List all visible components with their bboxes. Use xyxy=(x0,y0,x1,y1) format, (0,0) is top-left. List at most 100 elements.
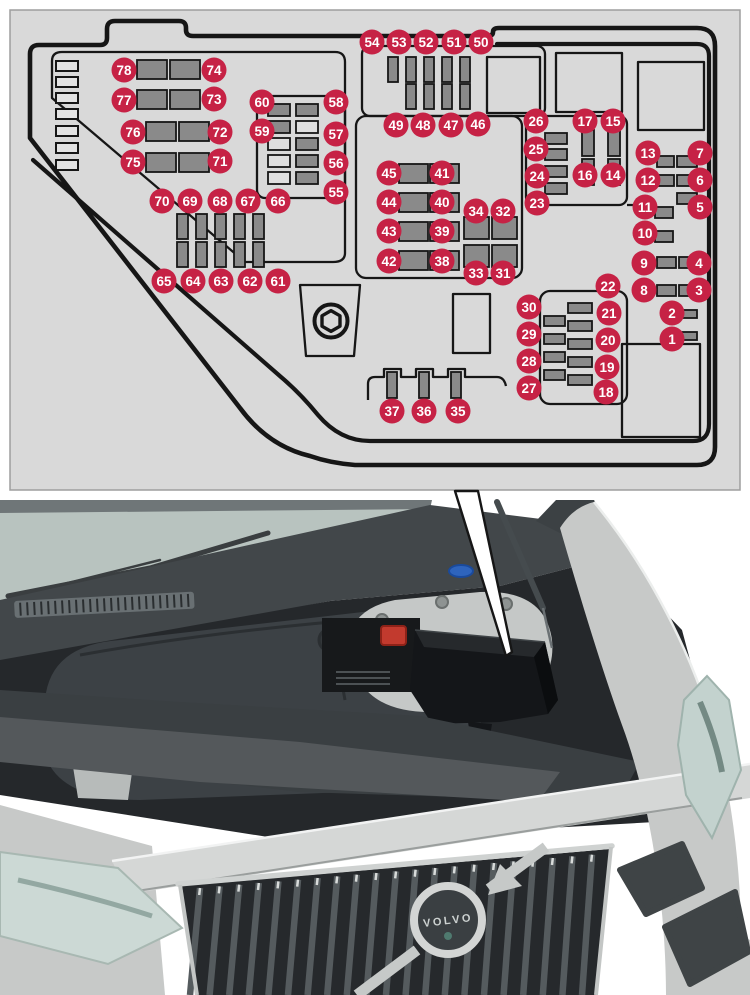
fuse-marker-49: 49 xyxy=(383,112,409,138)
fuse xyxy=(169,89,201,110)
fuse xyxy=(654,206,674,219)
fuse xyxy=(295,154,319,168)
fuse-marker-label: 38 xyxy=(434,254,450,269)
fuse-marker-label: 59 xyxy=(254,124,269,139)
grille-slat-highlight xyxy=(256,882,261,891)
connector-slot xyxy=(55,142,79,154)
slam-panel-shadow xyxy=(129,797,743,893)
grille-slat-highlight xyxy=(315,877,319,886)
fuse xyxy=(295,120,319,134)
fuse-marker-label: 69 xyxy=(182,194,197,209)
fuse-marker-label: 32 xyxy=(495,204,510,219)
fuse xyxy=(169,59,201,80)
fuse-marker-label: 5 xyxy=(696,200,704,215)
fuse-marker-label: 74 xyxy=(206,63,222,78)
fuse xyxy=(450,371,462,399)
fuse-marker-label: 57 xyxy=(328,127,343,142)
fuse-marker-30: 30 xyxy=(516,294,542,320)
fuse-marker-label: 18 xyxy=(598,385,614,400)
fuse-marker-label: 20 xyxy=(600,333,615,348)
fuse-marker-label: 70 xyxy=(154,194,169,209)
fuse-marker-label: 72 xyxy=(212,125,227,140)
grille-slat-highlight xyxy=(550,857,555,866)
fuse xyxy=(656,256,677,269)
fuse-marker-73: 73 xyxy=(201,86,227,112)
fuse xyxy=(267,137,291,151)
fuse-marker-24: 24 xyxy=(524,163,550,189)
fuse-marker-75: 75 xyxy=(120,149,146,175)
fuse-marker-label: 71 xyxy=(212,154,228,169)
fuse-marker-label: 26 xyxy=(528,114,544,129)
fuse-marker-label: 35 xyxy=(450,404,466,419)
fuse-marker-label: 49 xyxy=(388,118,403,133)
fuse-marker-53: 53 xyxy=(386,29,412,55)
grille-slat-highlight xyxy=(491,862,496,871)
fuse-marker-label: 22 xyxy=(600,279,615,294)
fuse-marker-63: 63 xyxy=(208,268,234,294)
connector-slot xyxy=(55,125,79,137)
fuse-marker-label: 58 xyxy=(328,95,344,110)
fuse xyxy=(405,56,417,83)
fuse-marker-label: 64 xyxy=(185,274,201,289)
fuse xyxy=(178,121,210,142)
hood-rear-edge xyxy=(0,500,432,513)
fuse-marker-9: 9 xyxy=(631,250,657,276)
fuse-marker-label: 14 xyxy=(605,168,621,183)
fuse xyxy=(295,171,319,185)
fuse-marker-74: 74 xyxy=(201,57,227,83)
fuse-marker-label: 15 xyxy=(605,114,621,129)
grille-slat-highlight xyxy=(237,884,241,892)
fuse-marker-7: 7 xyxy=(687,140,713,166)
fuse-marker-label: 75 xyxy=(125,155,141,170)
fuse-marker-label: 47 xyxy=(443,118,458,133)
fuse-marker-64: 64 xyxy=(180,268,206,294)
fuse-marker-label: 65 xyxy=(156,274,172,289)
fuse xyxy=(423,56,435,83)
fuse-marker-label: 9 xyxy=(640,256,648,271)
fuse-marker-12: 12 xyxy=(635,167,661,193)
fuse-marker-6: 6 xyxy=(687,167,713,193)
fuse-marker-label: 2 xyxy=(668,306,676,321)
fuse xyxy=(267,154,291,168)
fuse-marker-32: 32 xyxy=(490,198,516,224)
fuse-marker-61: 61 xyxy=(265,268,291,294)
fuse-marker-35: 35 xyxy=(445,398,471,424)
fuse-marker-18: 18 xyxy=(593,379,619,405)
grille-slat-highlight xyxy=(335,876,339,884)
fuse xyxy=(136,89,168,110)
fuse-marker-label: 19 xyxy=(599,360,614,375)
fuse xyxy=(544,182,568,195)
grille-slat-highlight xyxy=(472,864,476,872)
fuse-marker-37: 37 xyxy=(379,398,405,424)
fuse-marker-58: 58 xyxy=(323,89,349,115)
fuse-marker-43: 43 xyxy=(376,218,402,244)
fuse-marker-label: 56 xyxy=(328,156,344,171)
fuse-marker-label: 7 xyxy=(696,146,704,161)
fuse-marker-47: 47 xyxy=(438,112,464,138)
fuse xyxy=(398,163,429,184)
fuse-marker-23: 23 xyxy=(524,190,550,216)
fuse-marker-label: 77 xyxy=(116,93,131,108)
fuse xyxy=(252,213,265,240)
grille-slat xyxy=(304,877,321,995)
fuse-marker-label: 76 xyxy=(125,125,141,140)
fuse-marker-label: 52 xyxy=(418,35,433,50)
fuse-marker-14: 14 xyxy=(600,162,626,188)
fuse xyxy=(233,213,246,240)
fuse xyxy=(543,369,566,381)
fuse-marker-67: 67 xyxy=(235,188,261,214)
grille-slat xyxy=(539,857,557,995)
grille-slat xyxy=(578,854,596,995)
fusebox-inner-outline xyxy=(30,41,712,444)
fuse-marker-26: 26 xyxy=(523,108,549,134)
grille-slat xyxy=(363,872,380,995)
fuse-marker-label: 67 xyxy=(240,194,255,209)
fuse-marker-label: 39 xyxy=(434,224,449,239)
grille-slat-highlight xyxy=(276,881,280,889)
fuse-marker-65: 65 xyxy=(151,268,177,294)
fuse-marker-44: 44 xyxy=(376,189,402,215)
fuse xyxy=(543,333,566,345)
fuse-marker-54: 54 xyxy=(359,29,385,55)
fuse-marker-label: 54 xyxy=(364,35,380,50)
fuse-marker-42: 42 xyxy=(376,248,402,274)
